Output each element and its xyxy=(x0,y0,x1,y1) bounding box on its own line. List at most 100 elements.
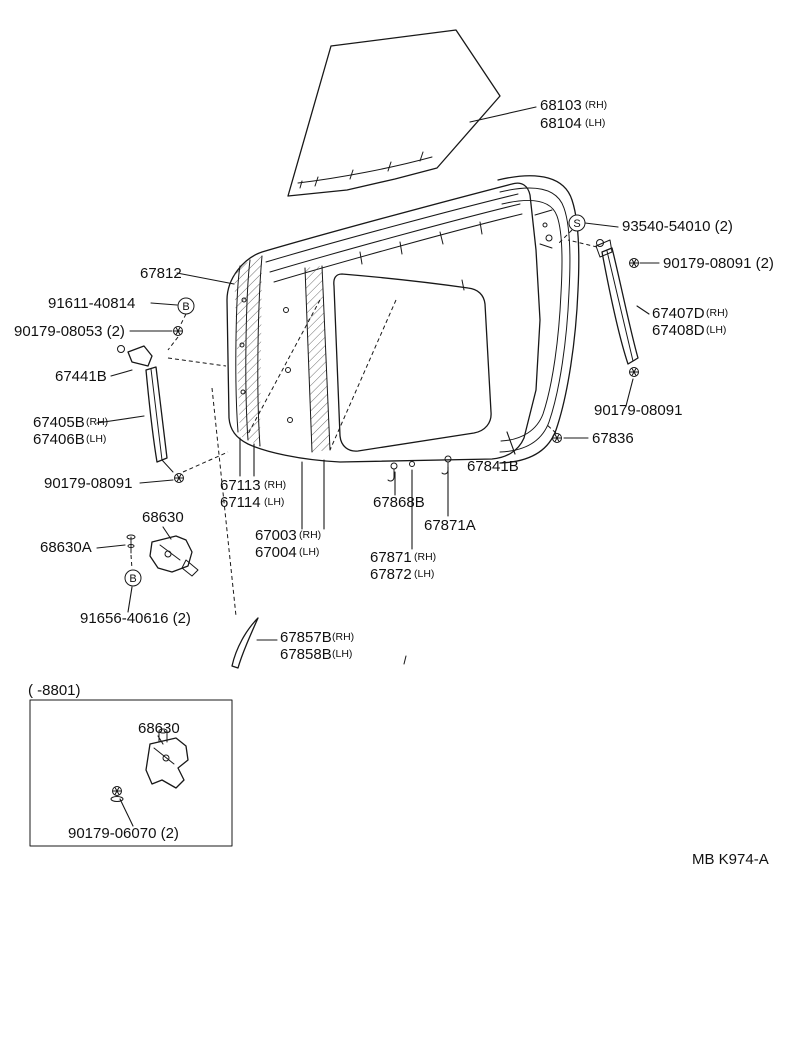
bolt-90179-08053-icon xyxy=(173,326,183,336)
leader-line xyxy=(506,431,516,455)
leader-line xyxy=(157,735,164,745)
part-label-68630A: 68630A xyxy=(40,539,92,556)
part-label-68103-side: (RH) xyxy=(585,99,607,111)
panel-top-line-1 xyxy=(265,193,519,263)
leader-line xyxy=(636,305,650,315)
part-label-67407D: 67407D xyxy=(652,305,705,322)
part-label-67405B: 67405B xyxy=(33,414,85,431)
part-label-67872: 67872 xyxy=(370,566,412,583)
part-label-91611-40814: 91611-40814 xyxy=(48,295,135,312)
window-opening xyxy=(333,273,492,452)
frame-mid xyxy=(499,187,571,453)
part-label-68630: 68630 xyxy=(142,509,184,526)
leader-line xyxy=(469,106,537,123)
inset-check-strap xyxy=(145,728,189,789)
check-pin-flange xyxy=(127,544,135,548)
inset-box-group: ( -8801) 68630 90179-06070 (2) xyxy=(28,682,233,847)
window-glass-bottom-edge xyxy=(297,156,433,184)
leader-line xyxy=(139,479,174,484)
part-label-67408D-side: (LH) xyxy=(706,324,726,336)
circled-b1-letter: B xyxy=(182,301,189,313)
check-pin-dash xyxy=(130,554,133,570)
part-label-90179-08091-2: 90179-08091 (2) xyxy=(663,255,774,272)
leader-line xyxy=(179,313,187,327)
part-label-67841B: 67841B xyxy=(467,458,519,475)
part-label-90179-08091-right: 90179-08091 xyxy=(594,402,682,419)
panel-top-line-2 xyxy=(269,203,521,273)
part-label-67872-side: (LH) xyxy=(414,568,434,580)
door-inner-panel xyxy=(226,182,541,463)
glass-run-right-top-eye xyxy=(596,239,604,247)
bolt-90179-08091-right-icon xyxy=(629,367,639,377)
glass-run-right-dash xyxy=(567,239,598,248)
trim-strip-body xyxy=(231,617,259,669)
leader-line xyxy=(625,378,634,407)
leader-line xyxy=(247,299,321,435)
inset-strap-hole xyxy=(162,754,170,762)
circled-b-symbol-1: B xyxy=(177,297,195,315)
leader-line xyxy=(96,544,126,549)
part-label-91656-40616: 91656-40616 (2) xyxy=(80,610,191,627)
panel-top-line-3 xyxy=(273,213,523,283)
circled-b2-ring xyxy=(124,569,142,587)
part-label-68104: 68104 xyxy=(540,115,582,132)
part-label-67004-side: (LH) xyxy=(299,546,319,558)
grommet-67836-icon xyxy=(552,433,562,443)
panel-holes xyxy=(239,279,465,423)
check-strap-dash-long xyxy=(211,387,237,617)
inset-caption: ( -8801) xyxy=(28,682,81,699)
inset-strap-body xyxy=(145,737,189,789)
glass-run-left-foot xyxy=(161,459,174,473)
panel-left-hatch xyxy=(234,256,262,446)
glass-run-left xyxy=(117,326,229,483)
leader-line xyxy=(150,302,178,306)
check-strap-slot xyxy=(159,544,181,561)
part-label-67408D: 67408D xyxy=(652,322,705,339)
frame-inner xyxy=(500,199,563,442)
panel-left-contour-2 xyxy=(245,259,251,441)
leader-line xyxy=(127,586,133,613)
part-label-68103: 68103 xyxy=(540,97,582,114)
part-label-90179-08091-left: 90179-08091 xyxy=(44,475,132,492)
part-label-67406B: 67406B xyxy=(33,431,85,448)
frame-top-details xyxy=(534,209,553,249)
part-label-67441B: 67441B xyxy=(55,368,107,385)
check-strap-arm xyxy=(181,559,199,577)
part-label-67871: 67871 xyxy=(370,549,412,566)
part-label-67113-side: (RH) xyxy=(264,479,286,491)
glass-run-left-body xyxy=(145,366,168,463)
leader-line xyxy=(119,798,134,827)
part-label-67857B-side: (RH) xyxy=(332,631,354,643)
part-label-67868B: 67868B xyxy=(373,494,425,511)
leader-line xyxy=(110,369,133,377)
window-glass xyxy=(287,29,501,197)
panel-pillar-edge-1 xyxy=(304,267,313,453)
frame-outer xyxy=(497,175,580,464)
inset-washer xyxy=(110,796,124,802)
part-label-67405B-side: (RH) xyxy=(86,416,108,428)
bracket-67441B xyxy=(127,345,153,367)
glass-run-right-body xyxy=(601,247,639,365)
part-label-67113: 67113 xyxy=(220,477,261,494)
circled-b2-letter: B xyxy=(129,573,136,585)
panel-left-contour-1 xyxy=(235,265,241,433)
part-labels: 68103 (RH) 68104 (LH) 93540-54010 (2) 90… xyxy=(14,97,774,663)
part-label-93540-54010: 93540-54010 (2) xyxy=(622,218,733,235)
left-channel-dash-2 xyxy=(167,357,227,367)
clip-67871 xyxy=(409,461,415,467)
part-label-67836: 67836 xyxy=(592,430,634,447)
inset-part-label-68630: 68630 xyxy=(138,720,180,737)
part-label-67114-side: (LH) xyxy=(264,496,284,508)
trim-strip xyxy=(231,617,407,669)
circled-s-symbol: S xyxy=(568,214,586,232)
window-glass-outline xyxy=(287,29,501,197)
part-label-68104-side: (LH) xyxy=(585,117,605,129)
bracket-67441B-eye xyxy=(117,345,125,353)
bolt-90179-08091-left-icon xyxy=(174,473,184,483)
panel-left-contour-3 xyxy=(257,255,263,447)
check-strap-hole xyxy=(164,550,172,558)
check-strap-body xyxy=(149,535,193,573)
part-label-67407D-side: (RH) xyxy=(706,307,728,319)
door-inner-panel-outline xyxy=(226,182,541,463)
